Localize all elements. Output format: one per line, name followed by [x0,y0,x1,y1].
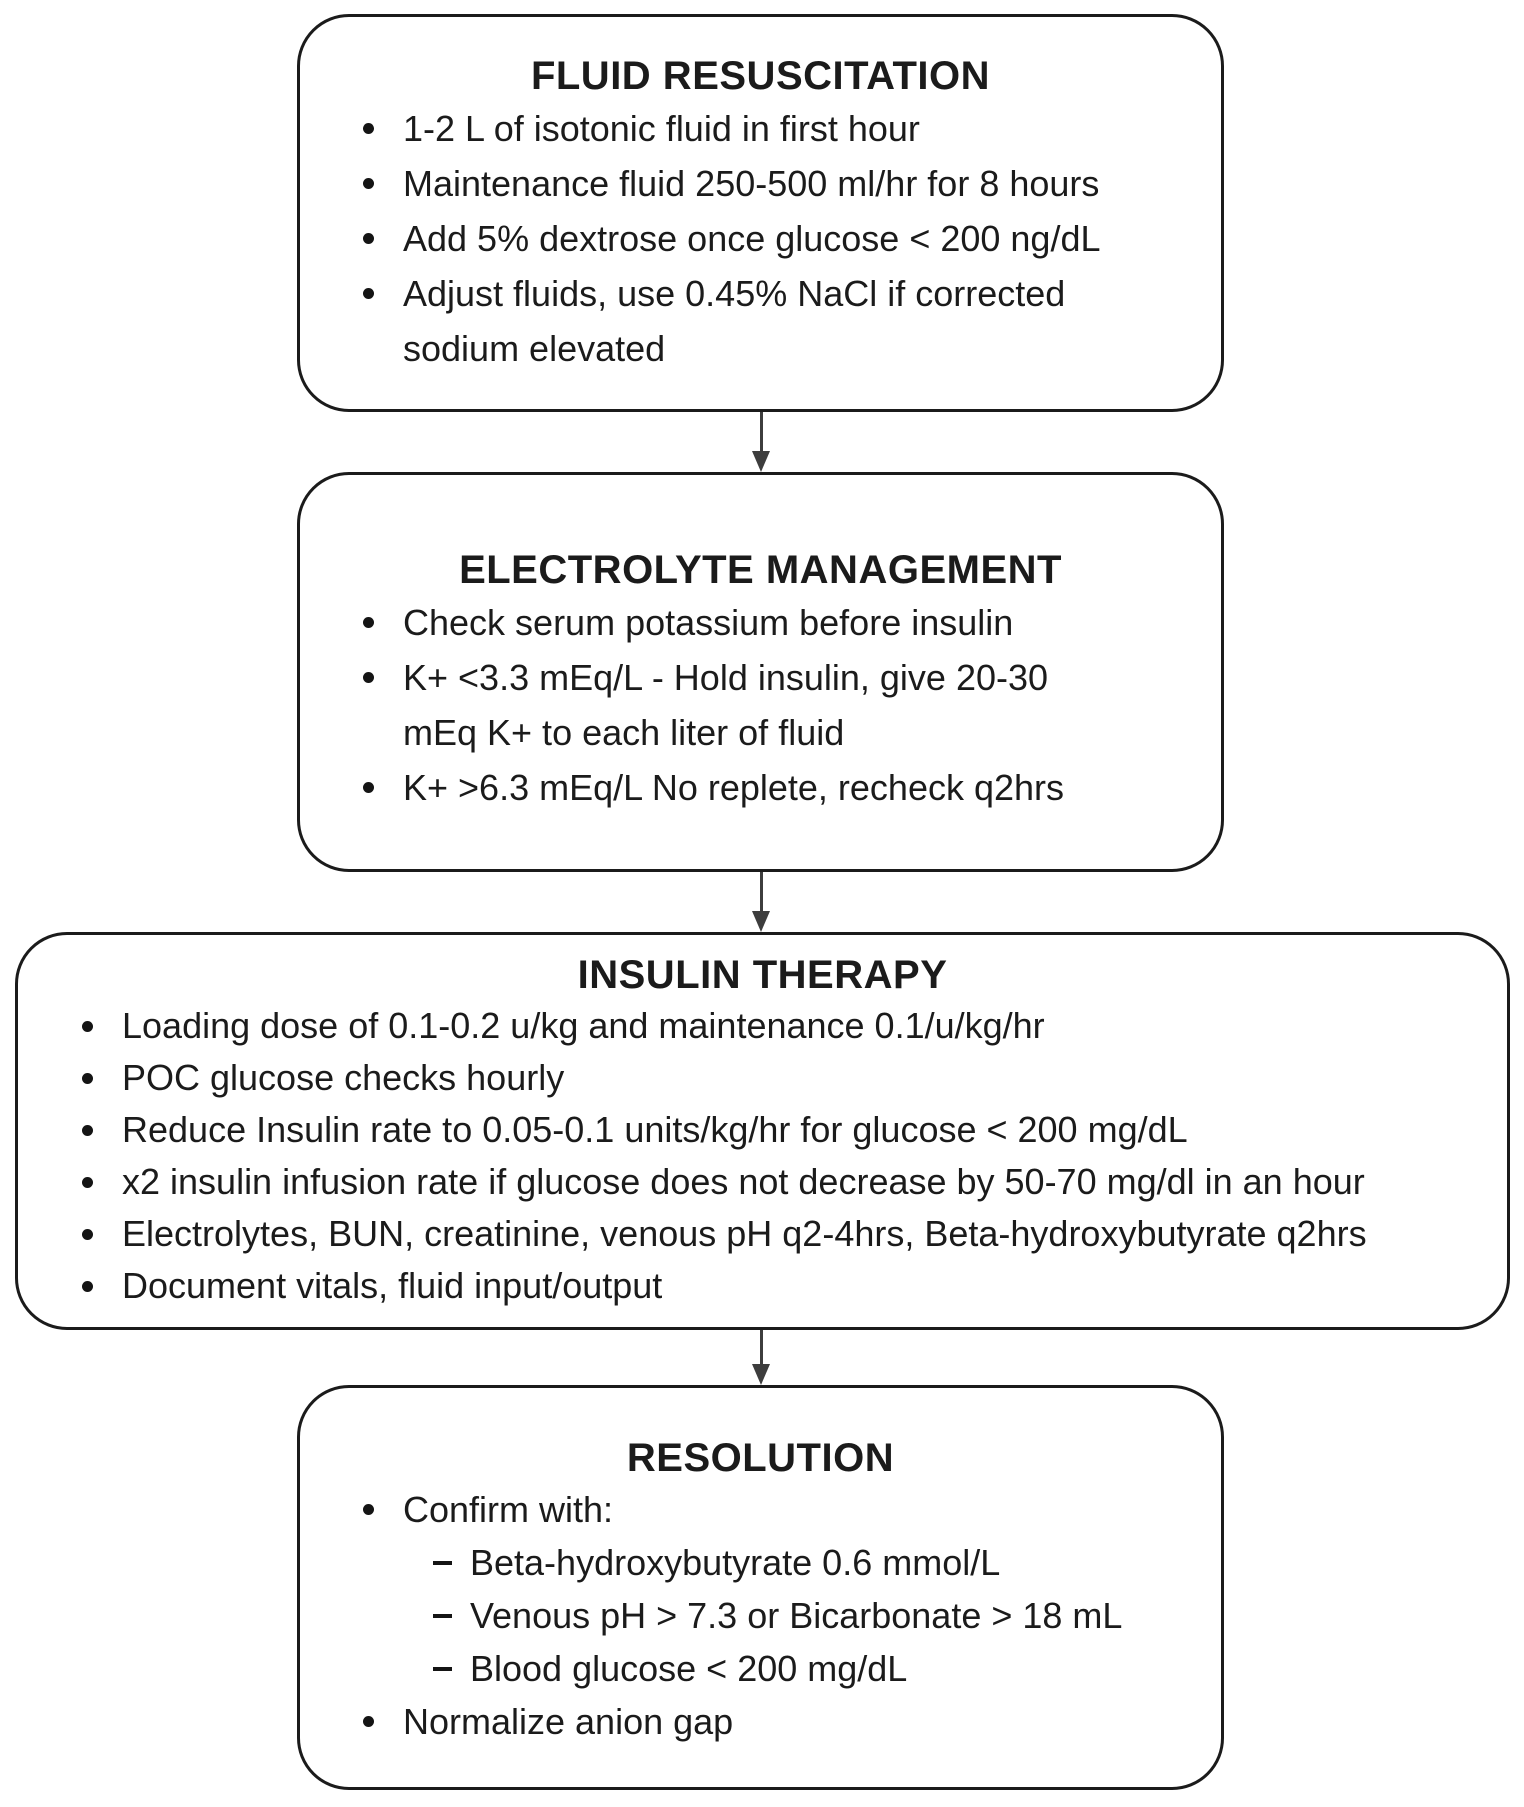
sub-item-text: Venous pH > 7.3 or Bicarbonate > 18 mL [470,1595,1123,1636]
bullet-item: 1-2 L of isotonic fluid in first hour [363,101,1201,156]
flow-node-insulin-therapy: INSULIN THERAPY Loading dose of 0.1-0.2 u… [15,932,1510,1330]
bullet-dot-icon [363,782,374,793]
bullet-text: Normalize anion gap [403,1701,734,1742]
node-title: FLUID RESUSCITATION [530,54,991,98]
arrow-shaft [759,412,763,453]
bullet-item: Electrolytes, BUN, creatinine, venous pH… [82,1208,1487,1260]
bullet-dot-icon [82,1228,93,1240]
bullet-text: Confirm with: [403,1489,614,1530]
node-title: RESOLUTION [626,1436,895,1480]
bullet-dot-icon [82,1176,93,1188]
bullet-text: Document vitals, fluid input/output [122,1265,663,1306]
bullet-dot-icon [363,178,374,189]
dash-icon [433,1613,452,1618]
sub-item-text: Beta-hydroxybutyrate 0.6 mmol/L [470,1542,1001,1583]
bullet-text: 1-2 L of isotonic fluid in first hour [403,108,920,149]
bullet-list: Confirm with: Beta-hydroxybutyrate 0.6 mm… [363,1483,1201,1748]
bullet-text: K+ <3.3 mEq/L - Hold insulin, give 20-30… [403,657,1049,753]
arrow-shaft [759,872,763,913]
bullet-item: Loading dose of 0.1-0.2 u/kg and mainten… [82,1000,1487,1052]
bullet-text: K+ >6.3 mEq/L No replete, recheck q2hrs [403,767,1065,808]
arrow-head-icon [751,911,770,932]
bullet-item: Document vitals, fluid input/output [82,1260,1487,1312]
sub-item: Beta-hydroxybutyrate 0.6 mmol/L [363,1536,1201,1589]
arrow-head-icon [751,451,770,472]
sub-item: Blood glucose < 200 mg/dL [363,1642,1201,1695]
bullet-item: K+ <3.3 mEq/L - Hold insulin, give 20-30… [363,650,1201,760]
bullet-item: x2 insulin infusion rate if glucose does… [82,1156,1487,1208]
bullet-dot-icon [363,233,374,244]
node-title: INSULIN THERAPY [577,953,948,997]
bullet-item: Normalize anion gap [363,1695,1201,1748]
bullet-dot-icon [82,1020,93,1032]
bullet-list: Loading dose of 0.1-0.2 u/kg and mainten… [82,1000,1487,1312]
bullet-text: Loading dose of 0.1-0.2 u/kg and mainten… [122,1005,1045,1046]
bullet-dot-icon [363,1716,374,1727]
bullet-dot-icon [363,617,374,628]
arrow-shaft [759,1330,763,1366]
bullet-item: Reduce Insulin rate to 0.05-0.1 units/kg… [82,1104,1487,1156]
bullet-text: POC glucose checks hourly [122,1057,565,1098]
bullet-dot-icon [363,1504,374,1515]
dash-icon [433,1666,452,1671]
dash-icon [433,1560,452,1565]
bullet-dot-icon [82,1280,93,1292]
bullet-item: K+ >6.3 mEq/L No replete, recheck q2hrs [363,760,1201,815]
bullet-item: Confirm with: [363,1483,1201,1536]
bullet-item: Check serum potassium before insulin [363,595,1201,650]
bullet-text: Electrolytes, BUN, creatinine, venous pH… [122,1213,1367,1254]
bullet-dot-icon [363,672,374,683]
bullet-text: Reduce Insulin rate to 0.05-0.1 units/kg… [122,1109,1188,1150]
bullet-text: Check serum potassium before insulin [403,602,1014,643]
bullet-text: Add 5% dextrose once glucose < 200 ng/dL [403,218,1101,259]
bullet-list: Check serum potassium before insulin K+ <… [363,595,1201,815]
bullet-dot-icon [363,123,374,134]
bullet-item: Add 5% dextrose once glucose < 200 ng/dL [363,211,1201,266]
bullet-dot-icon [363,288,374,299]
bullet-item: Adjust fluids, use 0.45% NaCl if correct… [363,266,1201,376]
sub-item: Venous pH > 7.3 or Bicarbonate > 18 mL [363,1589,1201,1642]
sub-item-text: Blood glucose < 200 mg/dL [470,1648,908,1689]
bullet-dot-icon [82,1072,93,1084]
bullet-text: x2 insulin infusion rate if glucose does… [122,1161,1365,1202]
flow-node-resolution: RESOLUTION Confirm with: Beta-hydroxybutyr… [297,1385,1224,1790]
bullet-dot-icon [82,1124,93,1136]
bullet-text: Maintenance fluid 250-500 ml/hr for 8 ho… [403,163,1100,204]
bullet-text: Adjust fluids, use 0.45% NaCl if correct… [403,273,1066,369]
bullet-item: Maintenance fluid 250-500 ml/hr for 8 ho… [363,156,1201,211]
arrow-head-icon [751,1364,770,1385]
node-title: ELECTROLYTE MANAGEMENT [459,548,1062,592]
bullet-item: POC glucose checks hourly [82,1052,1487,1104]
